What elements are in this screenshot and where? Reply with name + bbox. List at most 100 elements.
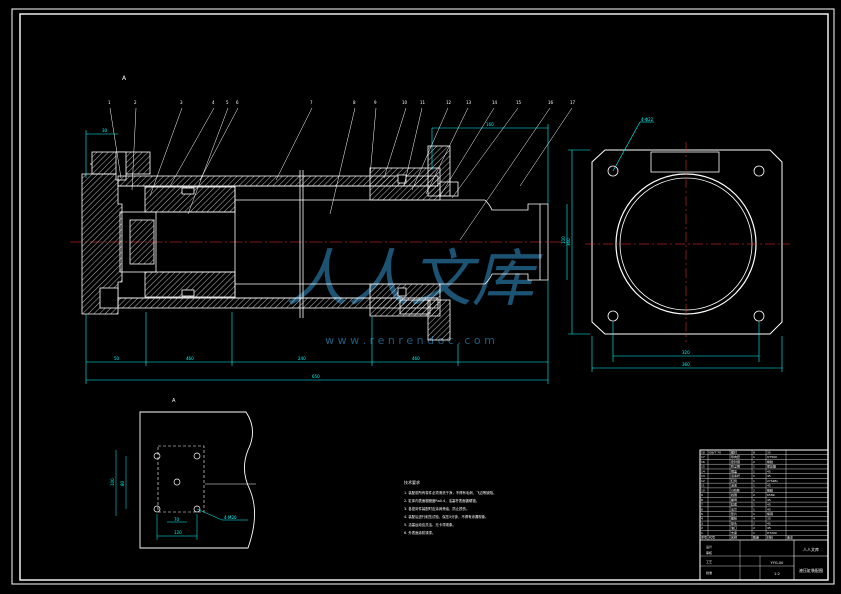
bom-cell: HT200 bbox=[767, 531, 777, 535]
bom-cell: 2 bbox=[753, 460, 755, 464]
end-cap bbox=[81, 151, 151, 315]
bom-cell: 1 bbox=[753, 465, 755, 469]
bom-cell: 1 bbox=[753, 531, 755, 535]
side-width-label: 320 bbox=[682, 350, 690, 355]
part-number: 13 bbox=[466, 100, 472, 105]
bom-cell: 端盖 bbox=[731, 468, 737, 473]
bom-cell: 螺母 bbox=[731, 497, 737, 502]
bom-cell: 45 bbox=[767, 503, 771, 507]
bom-cell: 45 bbox=[767, 484, 771, 488]
part-number: 11 bbox=[420, 100, 426, 105]
part-leaders bbox=[109, 107, 573, 241]
dim-text: 460 bbox=[186, 356, 194, 361]
main-section-view: A bbox=[70, 75, 576, 384]
bom-cell: 1 bbox=[753, 455, 755, 459]
bom-cell: 螺栓 bbox=[731, 516, 737, 521]
bom-cell: 45 bbox=[767, 469, 771, 473]
part-number: 14 bbox=[492, 100, 498, 105]
part-number: 3 bbox=[180, 100, 183, 105]
bom-cell: 11 bbox=[701, 484, 705, 488]
bom-cell: 12 bbox=[701, 479, 705, 483]
bom-cell: 5 bbox=[701, 512, 703, 516]
bom-cell: 1 bbox=[753, 469, 755, 473]
bom-cell: 45 bbox=[767, 507, 771, 511]
detail-dim-c: 120 bbox=[174, 530, 182, 535]
bom-cell: 缸筒 bbox=[731, 478, 737, 483]
part-number: 15 bbox=[516, 100, 522, 105]
tech-note-line: 6. 外表面涂防锈漆。 bbox=[404, 530, 435, 535]
bom-cell: 1 bbox=[753, 498, 755, 502]
bom-cell: 2 bbox=[753, 526, 755, 530]
bom-cell: 法兰 bbox=[731, 506, 737, 511]
flange-lines bbox=[90, 163, 304, 318]
main-dimensions bbox=[85, 124, 568, 384]
bom-cell: 4 bbox=[753, 517, 755, 521]
detail-holes bbox=[153, 452, 201, 513]
bom-cell: 15 bbox=[701, 465, 705, 469]
bom-cell: 3 bbox=[701, 521, 703, 525]
gland bbox=[369, 145, 459, 341]
part-number: 5 bbox=[226, 100, 229, 105]
bom-cell: 1 bbox=[701, 531, 703, 535]
piston bbox=[119, 186, 236, 298]
bom-cell: 18 bbox=[701, 450, 705, 454]
part-numbers: 1 2 3 4 5 6 7 8 9 10 11 12 13 14 15 16 1… bbox=[108, 100, 576, 105]
title-school: 人人文库 bbox=[803, 546, 819, 552]
bom-cell: 橡胶 bbox=[767, 459, 773, 464]
bom-cell: 27SiMn bbox=[767, 479, 778, 483]
dim-text: 50 bbox=[114, 356, 120, 361]
bom-cell: 紫铜 bbox=[767, 511, 773, 516]
tech-note-line: 2. 缸体内表面粗糙度Ra0.4，活塞杆表面镀硬铬。 bbox=[404, 498, 479, 503]
bom-cell: 1 bbox=[753, 474, 755, 478]
side-view: 4-Φ22 320 360 360 bbox=[566, 117, 790, 372]
title-drawing-name: 液压缸装配图 bbox=[799, 567, 823, 573]
bom-header-cell: 序号 bbox=[701, 535, 707, 540]
part-number: 8 bbox=[353, 100, 356, 105]
main-dimension-texts: 30 50 460 240 460 650 100 160 bbox=[102, 122, 566, 379]
bom-cell: 密封圈 bbox=[731, 459, 740, 464]
part-number: 17 bbox=[570, 100, 576, 105]
bom-header-cell: 数量 bbox=[753, 535, 759, 540]
bom-cell: 8 bbox=[753, 450, 755, 454]
bom-cell: 1 bbox=[753, 503, 755, 507]
bom-cell: 油口 bbox=[731, 525, 737, 530]
bom-cell: 防尘圈 bbox=[731, 464, 740, 469]
bom-cell: 45 bbox=[767, 521, 771, 525]
title-scale: 1:2 bbox=[774, 572, 780, 576]
part-number: 9 bbox=[374, 100, 377, 105]
dim-text: 30 bbox=[102, 128, 108, 133]
bom-header-cell: 名称 bbox=[731, 535, 737, 540]
bom-cell: 支座 bbox=[731, 530, 737, 535]
bom-cell: 聚氨酯 bbox=[767, 464, 776, 469]
part-number: 10 bbox=[402, 100, 408, 105]
bom-cell: O形圈 bbox=[731, 487, 739, 492]
drawing-frame bbox=[11, 8, 835, 585]
bom-header-cell: 材料 bbox=[767, 535, 773, 540]
part-number: 6 bbox=[236, 100, 239, 105]
bom-cell: 10 bbox=[701, 488, 705, 492]
bom-header-cell: 备注 bbox=[787, 535, 793, 540]
sign-label: 审核 bbox=[706, 550, 712, 555]
bom-cell: 35 bbox=[767, 517, 771, 521]
bom-cell: 1 bbox=[753, 512, 755, 516]
side-dimensions bbox=[568, 121, 783, 372]
detail-dim-b: 80 bbox=[120, 480, 125, 486]
bom-cell: 14 bbox=[701, 469, 705, 473]
side-centerlines bbox=[585, 142, 790, 342]
detail-hole-label: 4-M20 bbox=[224, 515, 237, 520]
title-drawing-no: YYG-00 bbox=[771, 561, 784, 565]
bom-cell: 8 bbox=[701, 498, 703, 502]
bom-cell: 35 bbox=[767, 450, 771, 454]
main-view-label: A bbox=[122, 75, 127, 82]
tech-notes: 技术要求 1. 装配前所有零件必须清洗干净，不得有毛刺、飞边等缺陷。 2. 缸体… bbox=[404, 479, 496, 535]
bom-cell: 17 bbox=[701, 455, 705, 459]
detail-outline bbox=[139, 411, 255, 549]
tech-note-line: 3. 各密封件装配时应涂润滑油，防止损伤。 bbox=[404, 506, 469, 511]
dim-text: 100 bbox=[561, 236, 566, 244]
part-number: 16 bbox=[548, 100, 554, 105]
bom-cell: 45 bbox=[767, 526, 771, 530]
bom-cell: 螺钉 bbox=[731, 449, 737, 454]
bom-header-cell: 代号 bbox=[709, 535, 715, 540]
part-number: 2 bbox=[134, 100, 137, 105]
